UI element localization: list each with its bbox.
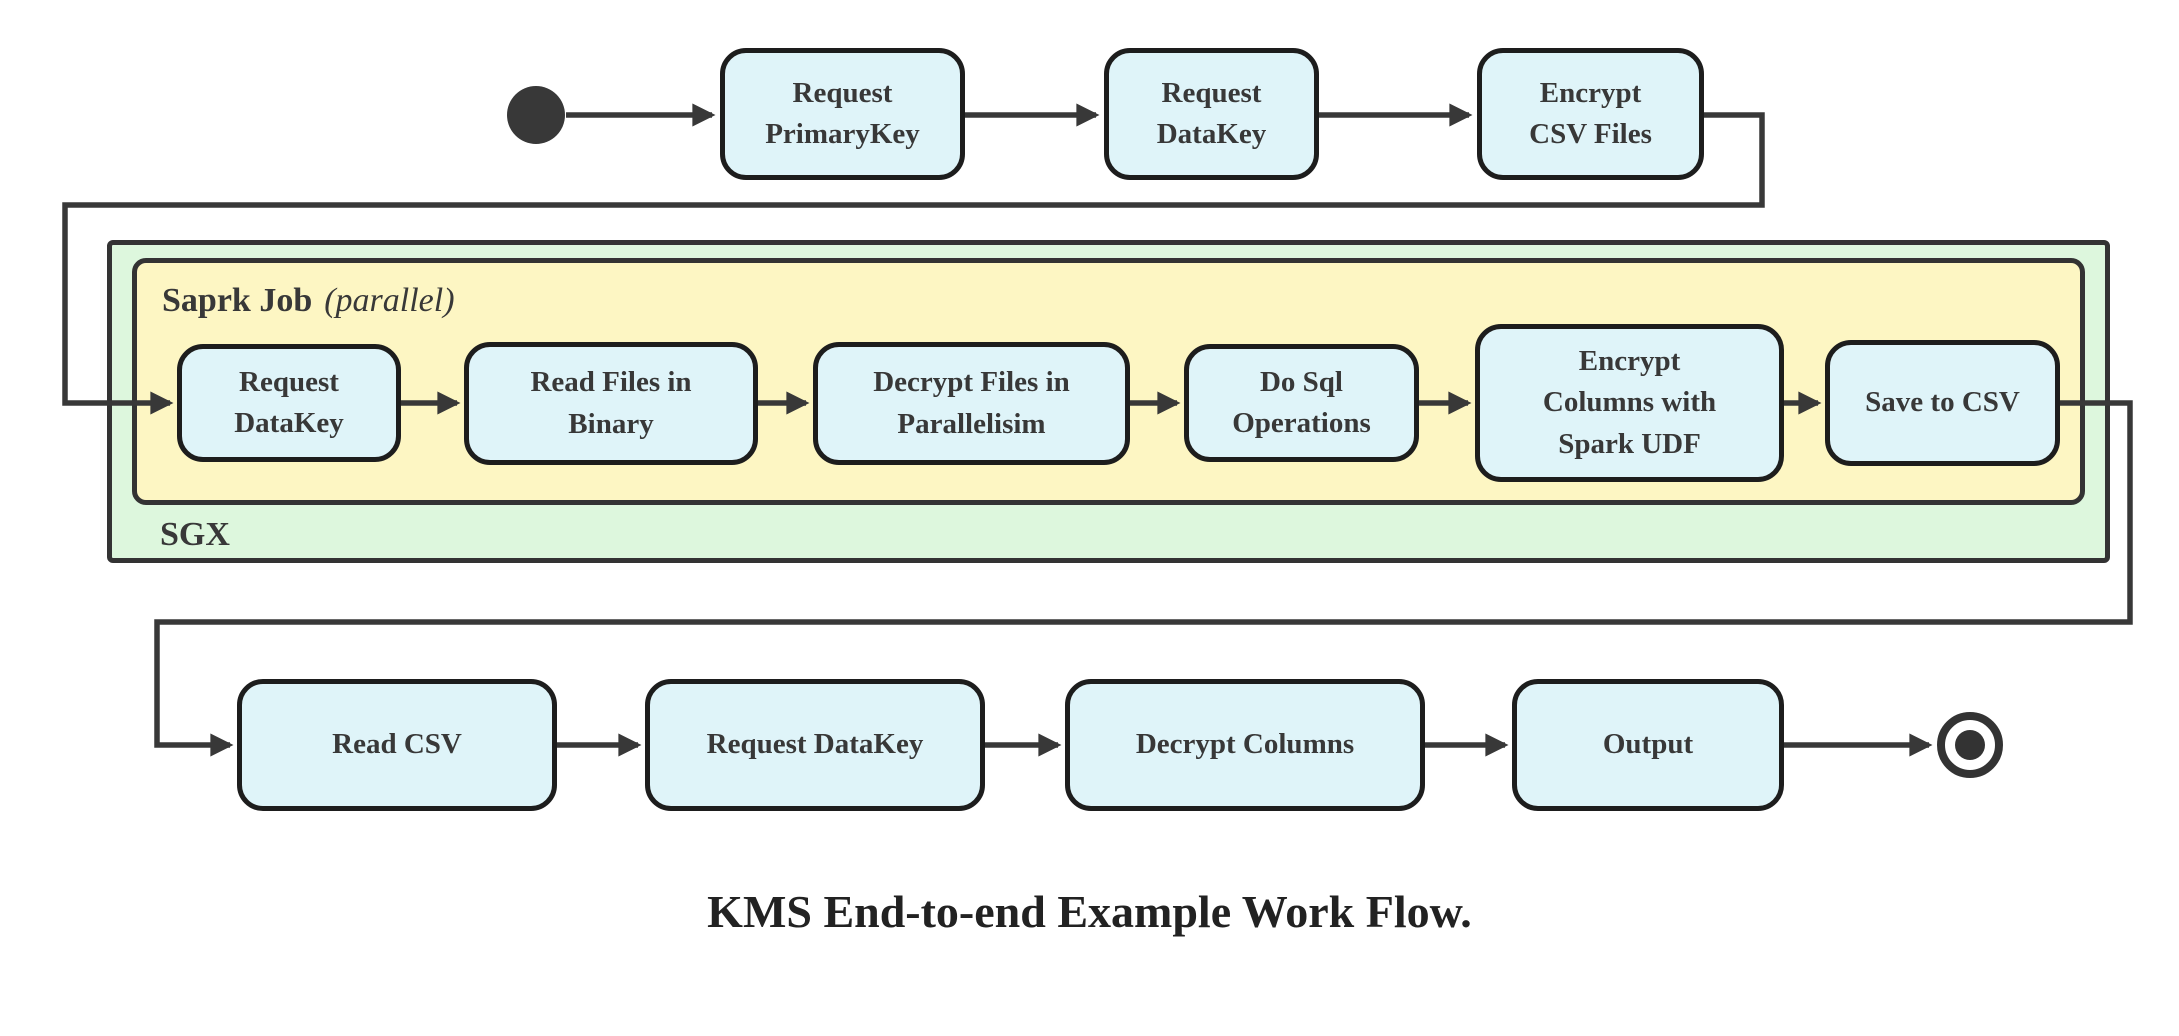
node-read-files-in-binary: Read Files in Binary (464, 342, 758, 465)
node-encrypt-columns-with-spark-udf: Encrypt Columns with Spark UDF (1475, 324, 1784, 482)
node-spark-request-datakey: Request DataKey (177, 344, 401, 462)
spark-job-label: Saprk Job (parallel) (162, 282, 455, 320)
node-save-to-csv: Save to CSV (1825, 340, 2060, 466)
spark-job-name: Saprk Job (162, 282, 313, 319)
node-do-sql-operations: Do Sql Operations (1184, 344, 1419, 462)
sgx-label: SGX (160, 516, 230, 553)
node-request-primarykey: Request PrimaryKey (720, 48, 965, 180)
end-state-icon (1937, 712, 2003, 778)
diagram-caption: KMS End-to-end Example Work Flow. (707, 886, 1472, 937)
node-decrypt-files-in-parallelisim: Decrypt Files in Parallelisim (813, 342, 1130, 465)
node-request-datakey: Request DataKey (1104, 48, 1319, 180)
node-output: Output (1512, 679, 1784, 811)
spark-job-qualifier: (parallel) (324, 282, 455, 319)
node-read-csv: Read CSV (237, 679, 557, 811)
end-state-dot (1955, 730, 1985, 760)
node-decrypt-columns: Decrypt Columns (1065, 679, 1425, 811)
node-encrypt-csv-files: Encrypt CSV Files (1477, 48, 1704, 180)
start-state-icon (507, 86, 565, 144)
node-bottom-request-datakey: Request DataKey (645, 679, 985, 811)
